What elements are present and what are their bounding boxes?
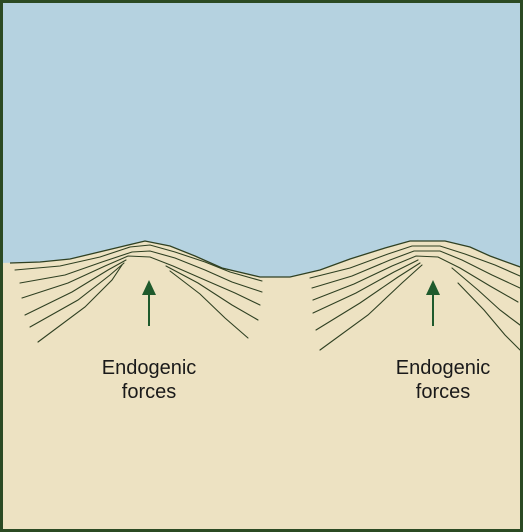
left-force-label-line1: Endogenic [79, 356, 219, 380]
right-force-label: Endogenic forces [373, 356, 513, 404]
left-force-label: Endogenic forces [79, 356, 219, 404]
sky-area [0, 0, 523, 277]
left-force-label-line2: forces [79, 380, 219, 404]
right-force-label-line1: Endogenic [373, 356, 513, 380]
right-force-label-line2: forces [373, 380, 513, 404]
